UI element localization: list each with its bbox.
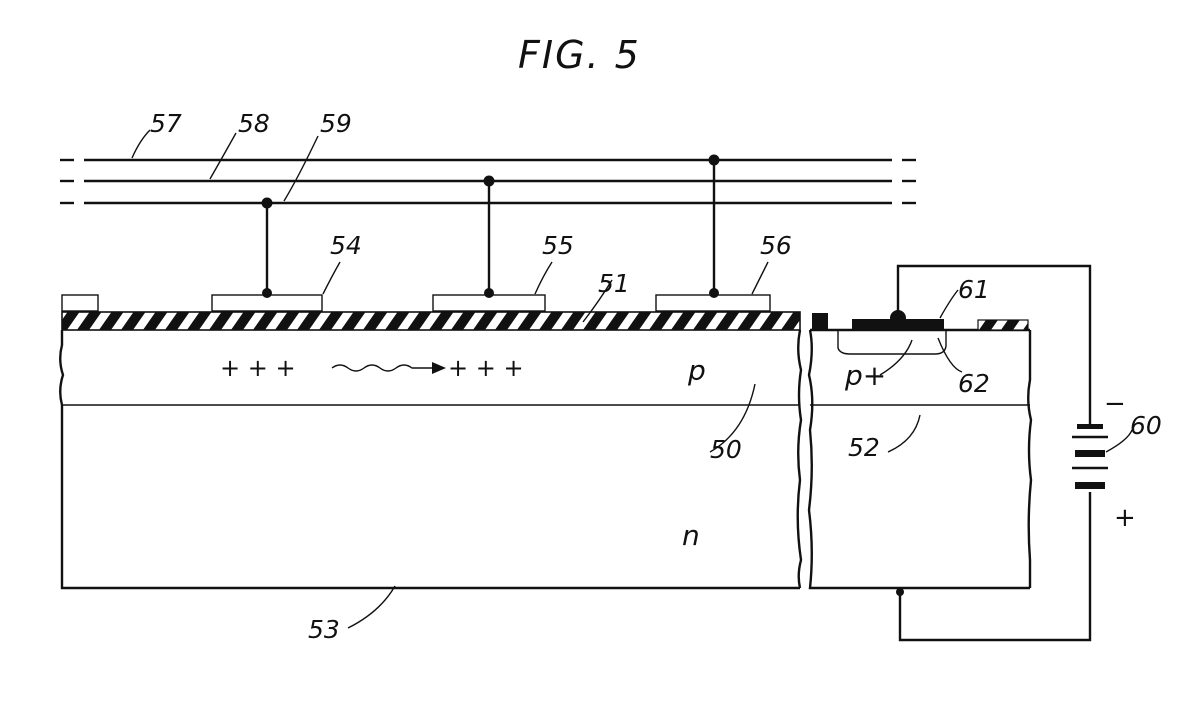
electrode-55 bbox=[432, 294, 546, 312]
battery-minus: − bbox=[1104, 389, 1126, 419]
ref-60: 60 bbox=[1130, 411, 1162, 440]
electrodes bbox=[61, 294, 771, 312]
ref-58: 58 bbox=[238, 109, 270, 138]
battery-60 bbox=[1072, 424, 1108, 489]
insulator-fragment-far-right bbox=[977, 319, 1029, 331]
ref-62: 62 bbox=[958, 369, 990, 398]
ref-57: 57 bbox=[150, 109, 182, 138]
leader-61 bbox=[939, 289, 959, 319]
ref-56: 56 bbox=[760, 231, 792, 260]
insulator-fragment-right bbox=[812, 313, 828, 329]
battery-plus: + bbox=[1114, 503, 1136, 533]
ref-52: 52 bbox=[848, 433, 880, 462]
leader-58 bbox=[209, 132, 237, 180]
leader-51 bbox=[582, 279, 613, 323]
region-p-label: p bbox=[687, 354, 706, 387]
ref-50: 50 bbox=[710, 435, 742, 464]
ref-61: 61 bbox=[958, 275, 990, 304]
bias-circuit bbox=[896, 264, 1108, 642]
electrode-connectors bbox=[261, 154, 720, 298]
figure-title: FIG. 5 bbox=[518, 33, 641, 77]
electrode-stub-left bbox=[61, 294, 99, 312]
insulator-layer-51 bbox=[61, 311, 801, 331]
charge-transfer-arrow bbox=[331, 364, 432, 372]
leader-53 bbox=[347, 585, 396, 629]
leader-50 bbox=[709, 383, 756, 453]
ref-59: 59 bbox=[320, 109, 352, 138]
region-p-plus-label: p+ bbox=[844, 359, 886, 392]
leader-54 bbox=[322, 261, 341, 295]
ref-53: 53 bbox=[308, 615, 340, 644]
ref-54: 54 bbox=[330, 231, 362, 260]
leader-57 bbox=[131, 129, 151, 159]
ref-55: 55 bbox=[542, 231, 574, 260]
electrode-56 bbox=[655, 294, 771, 312]
charges-left: + + + bbox=[220, 354, 296, 382]
leader-p-plus bbox=[879, 339, 913, 376]
substrate-left bbox=[59, 329, 803, 590]
electrode-54 bbox=[211, 294, 323, 312]
leader-56 bbox=[751, 261, 769, 295]
leader-60 bbox=[1105, 429, 1133, 453]
p-plus-region-62 bbox=[837, 330, 947, 355]
charges-right: + + + bbox=[448, 354, 524, 382]
ref-51: 51 bbox=[598, 269, 630, 298]
region-n-label: n bbox=[682, 519, 700, 552]
leader-59 bbox=[283, 135, 319, 202]
substrate-right bbox=[807, 313, 1033, 590]
leader-55 bbox=[534, 261, 553, 295]
leader-52 bbox=[887, 414, 921, 453]
leader-62 bbox=[937, 337, 963, 373]
